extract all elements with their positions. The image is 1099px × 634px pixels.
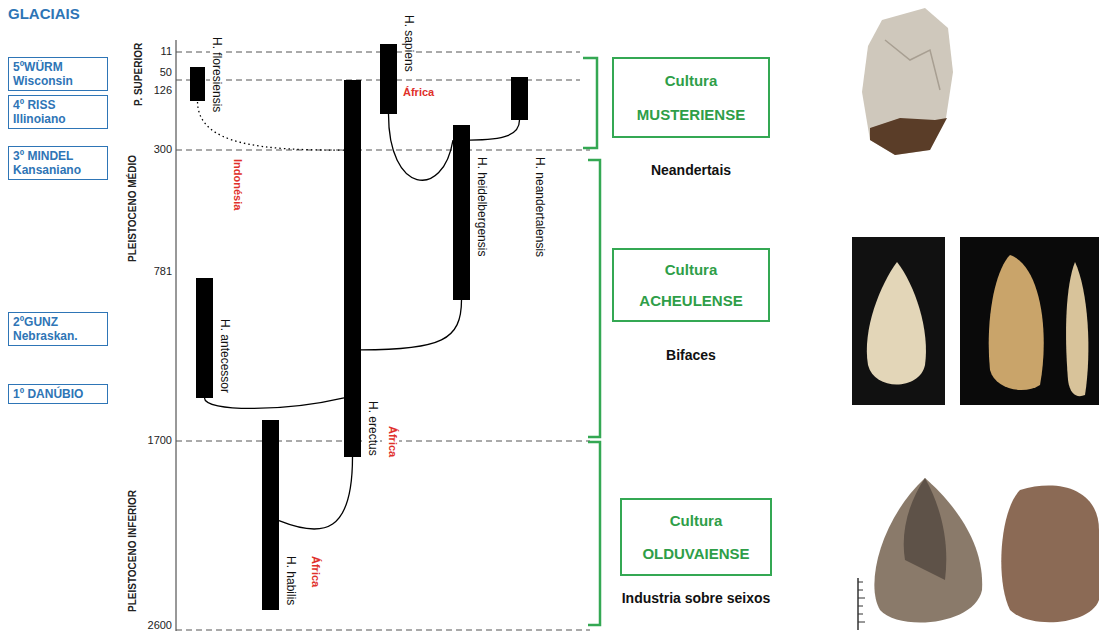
culture-caption: Neandertais bbox=[612, 161, 770, 179]
region-label: África bbox=[386, 425, 399, 458]
period-label: PLEISTOCENO MÉDIO bbox=[127, 155, 139, 262]
species-name: H. heidelbergensis bbox=[475, 156, 489, 257]
species-name: H. erectus bbox=[366, 400, 380, 457]
glaciation-name: 3º MINDEL Kansaniano bbox=[13, 149, 103, 177]
glaciation-name: 1º DANÚBIO bbox=[13, 387, 103, 401]
lineage-branch bbox=[279, 457, 353, 529]
glaciation-name: 4º RISS Illinoiano bbox=[13, 98, 103, 126]
lineage-branch bbox=[361, 300, 462, 350]
species-bar: H. sapiens bbox=[380, 44, 397, 114]
acheulean-tool-photos bbox=[852, 237, 1099, 405]
photo-ground bbox=[852, 237, 945, 405]
species-name: H. sapiens bbox=[402, 14, 416, 73]
axis-number: 300 bbox=[132, 143, 172, 156]
time-gridlines bbox=[176, 52, 590, 630]
glaciation-box: 1º DANÚBIO bbox=[8, 384, 108, 404]
species-bar: H. neandertalensis bbox=[511, 77, 528, 120]
gridline bbox=[176, 150, 590, 151]
mousterian-tool-photo bbox=[862, 8, 953, 155]
culture-name: ACHEULENSE bbox=[639, 292, 742, 309]
species-bar: H. floresiensis bbox=[190, 67, 205, 101]
culture-name: MUSTERIENSE bbox=[637, 106, 745, 123]
species-name: H. habilis bbox=[284, 555, 298, 606]
time-axis bbox=[176, 40, 177, 631]
culture-heading: Cultura bbox=[665, 261, 718, 278]
region-label: África bbox=[403, 86, 434, 99]
chart-title: GLACIAIS bbox=[8, 5, 80, 22]
culture-caption: Bifaces bbox=[612, 346, 770, 364]
period-label: P. SUPERIOR bbox=[133, 43, 145, 106]
biface bbox=[989, 255, 1044, 390]
scale-ticks bbox=[858, 582, 865, 622]
glaciation-box: 2ºGUNZ Nebraskan. bbox=[8, 312, 108, 346]
culture-box: CulturaMUSTERIENSE bbox=[612, 57, 770, 138]
species-bar: H. habilis bbox=[262, 420, 279, 610]
blade bbox=[1066, 262, 1088, 396]
glaciation-box: 3º MINDEL Kansaniano bbox=[8, 146, 108, 180]
bracket bbox=[588, 160, 600, 437]
period-label: PLEISTOCENO INFERIOR bbox=[127, 490, 139, 612]
period-brackets bbox=[583, 58, 600, 625]
axis-number: 2600 bbox=[132, 619, 172, 632]
biface bbox=[867, 262, 926, 385]
flake bbox=[862, 8, 953, 155]
glaciation-box: 4º RISS Illinoiano bbox=[8, 95, 108, 129]
pebble-facet bbox=[904, 478, 947, 580]
region-label: África bbox=[309, 555, 322, 588]
glaciation-name: 5ºWÜRM Wisconsin bbox=[13, 60, 103, 88]
species-bar: H. heidelbergensis bbox=[453, 125, 470, 300]
flake-base bbox=[870, 118, 947, 155]
lineage-branch bbox=[205, 398, 345, 409]
flake-scar bbox=[885, 40, 940, 90]
axis-number: 1700 bbox=[132, 434, 172, 447]
region-label: Indonésia bbox=[231, 158, 244, 211]
pebble-tool bbox=[874, 478, 982, 623]
axis-number: 50 bbox=[132, 66, 172, 79]
oldowan-tool-photos bbox=[858, 478, 1099, 630]
axis-number: 781 bbox=[132, 265, 172, 278]
culture-box: CulturaACHEULENSE bbox=[612, 248, 770, 322]
species-bar: H. antecessor bbox=[196, 278, 213, 398]
lineage-branch bbox=[389, 114, 454, 180]
gridline bbox=[176, 441, 590, 442]
species-name: H. neandertalensis bbox=[533, 156, 547, 258]
culture-name: OLDUVAIENSE bbox=[642, 545, 749, 562]
bracket bbox=[588, 442, 600, 625]
axis-number: 11 bbox=[132, 45, 172, 58]
gridline bbox=[176, 52, 580, 53]
bracket bbox=[583, 58, 597, 148]
culture-caption: Industria sobre seixos bbox=[620, 589, 772, 607]
species-name: H. antecessor bbox=[218, 318, 232, 394]
culture-heading: Cultura bbox=[665, 72, 718, 89]
photo-ground bbox=[960, 237, 1099, 405]
culture-heading: Cultura bbox=[670, 512, 723, 529]
lineage-branch bbox=[470, 120, 520, 140]
glaciation-name: 2ºGUNZ Nebraskan. bbox=[13, 315, 103, 343]
pebble-tool bbox=[1001, 486, 1099, 623]
gridline bbox=[176, 630, 590, 631]
culture-box: CulturaOLDUVAIENSE bbox=[620, 498, 772, 576]
glaciation-box: 5ºWÜRM Wisconsin bbox=[8, 57, 108, 91]
species-bar: H. erectus bbox=[344, 80, 361, 457]
species-name: H. floresiensis bbox=[210, 36, 224, 113]
axis-number: 126 bbox=[132, 84, 172, 97]
